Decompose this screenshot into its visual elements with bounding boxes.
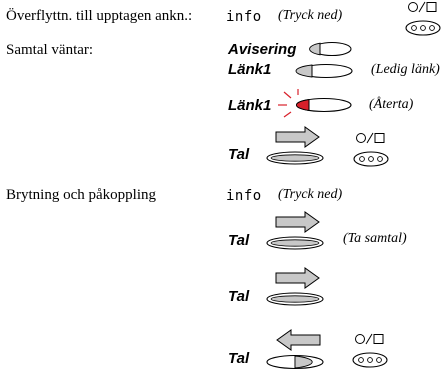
hook-key-icon <box>353 132 389 167</box>
label-break-in: Brytning och påkoppling <box>6 187 156 203</box>
note-free-link: (Ledig länk) <box>371 62 440 77</box>
key-lank1-return: Länk1 <box>228 97 272 114</box>
handset-up-icon <box>266 126 324 165</box>
key-lank1: Länk1 <box>228 61 272 78</box>
info-key-1: info <box>226 9 262 25</box>
flashing-lamp-icon <box>278 89 352 118</box>
note-press-down-1: (Tryck ned) <box>278 8 343 23</box>
key-button-icon <box>295 63 353 79</box>
handset-up-icon <box>266 267 324 306</box>
hook-key-icon <box>352 333 388 368</box>
note-take-call: (Ta samtal) <box>343 231 407 246</box>
key-tal-3: Tal <box>228 288 250 305</box>
info-key-2: info <box>226 188 262 204</box>
hook-key-icon <box>405 1 441 36</box>
key-avisering: Avisering <box>228 41 297 58</box>
key-tal-1: Tal <box>228 146 250 163</box>
handset-up-icon <box>266 211 324 250</box>
handset-down-icon <box>266 329 324 370</box>
key-tal-4: Tal <box>228 350 250 367</box>
note-return: (Återta) <box>369 97 414 112</box>
key-button-icon <box>309 41 352 57</box>
label-call-waiting: Samtal väntar: <box>6 42 94 58</box>
key-tal-2: Tal <box>228 232 250 249</box>
note-press-down-2: (Tryck ned) <box>278 187 343 202</box>
label-transfer: Överflyttn. till upptagen ankn.: <box>6 8 193 24</box>
